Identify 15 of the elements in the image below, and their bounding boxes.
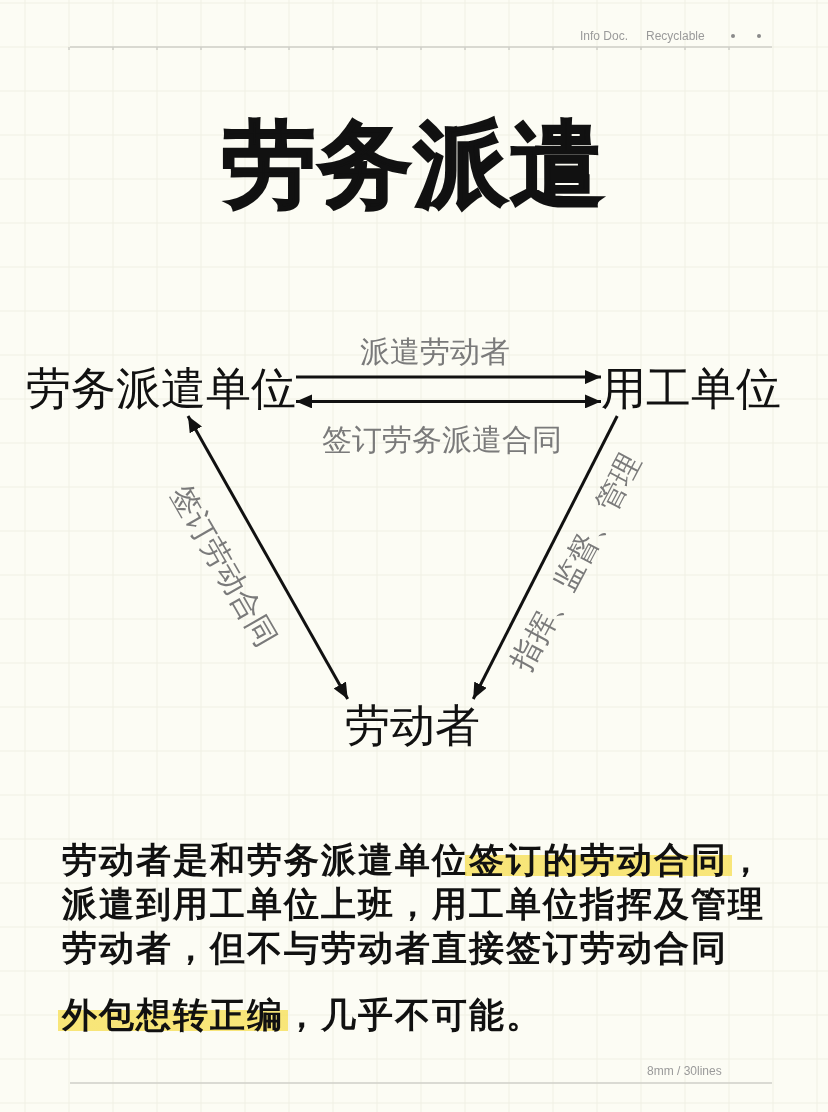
node-label: 用工单位: [601, 362, 781, 416]
body-paragraph: 劳动者是和劳务派遣单位签订的劳动合同，派遣到用工单位上班，用工单位指挥及管理劳动者，但不与劳动者直接签订劳动合同: [62, 839, 766, 969]
arrow: [471, 415, 619, 700]
arrow: [296, 370, 601, 385]
header-text: Info Doc.: [580, 29, 629, 44]
footer-text: 8mm / 30lines: [647, 1064, 722, 1079]
node-label: 劳务派遣单位: [26, 362, 296, 416]
edge-label: 派遣劳动者: [360, 334, 510, 370]
double-arrow: [186, 415, 349, 700]
double-arrow: [296, 394, 601, 409]
edge-label: 签订劳动合同: [164, 479, 285, 653]
node-label: 劳动者: [345, 699, 480, 753]
header-text: Recyclable: [646, 29, 705, 44]
edge-label: 签订劳务派遣合同: [322, 422, 562, 458]
title: 劳务派遣: [222, 118, 606, 212]
